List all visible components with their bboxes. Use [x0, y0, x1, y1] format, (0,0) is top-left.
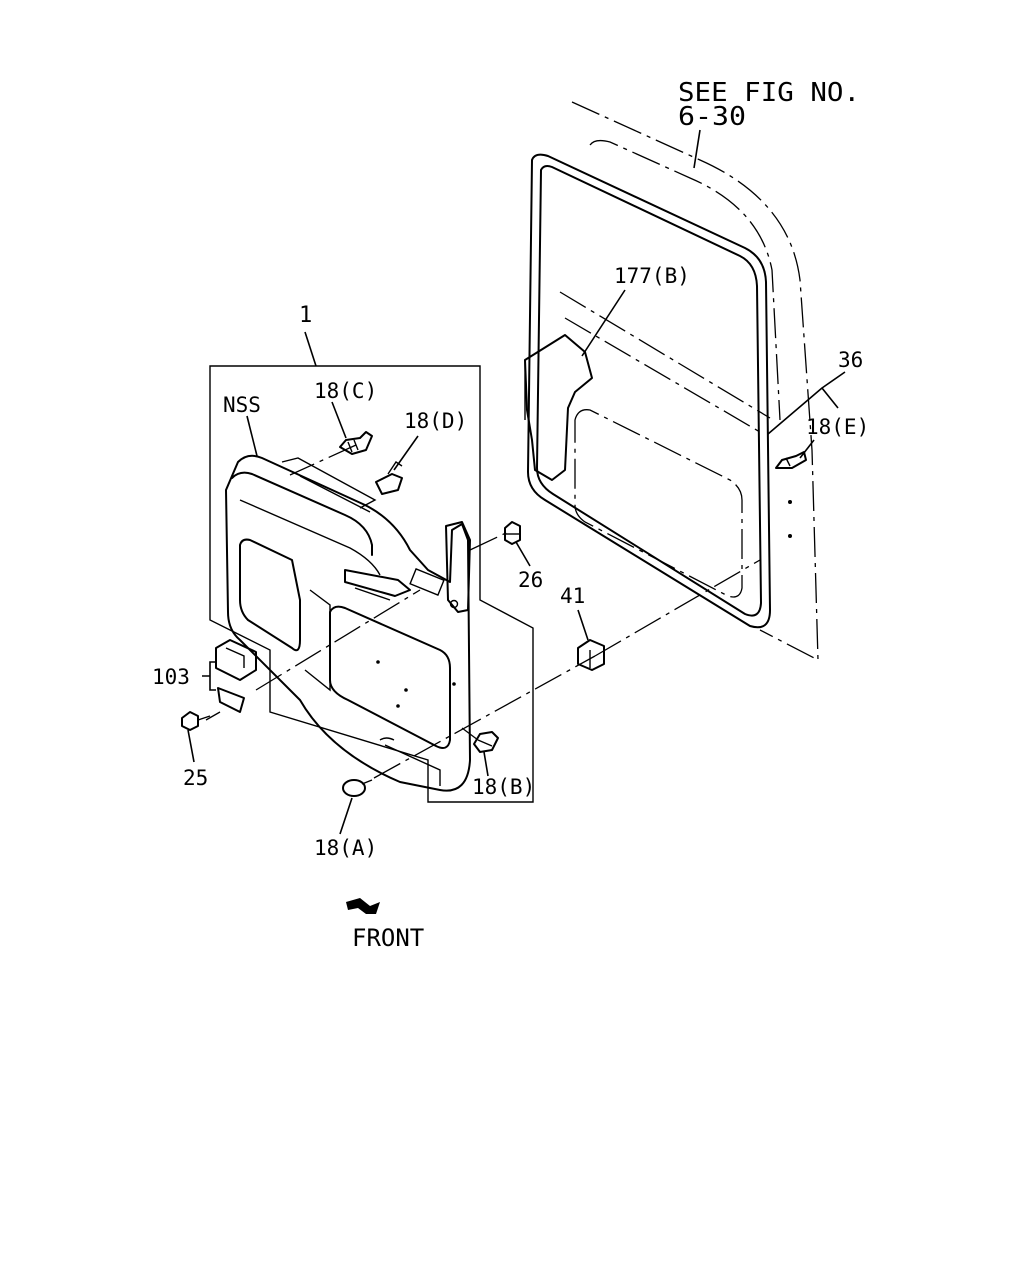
assembly-lines — [205, 444, 761, 779]
door-shell-outline — [559, 101, 819, 662]
label-clip-18d: 18(D) — [404, 409, 467, 433]
label-screw-25: 25 — [183, 766, 208, 790]
trim-pad-177b — [524, 334, 593, 481]
assembly-box — [209, 365, 534, 803]
label-nss: NSS — [223, 393, 261, 417]
reference-note-line1: SEE FIG NO. — [678, 78, 860, 108]
label-clip-18c: 18(C) — [314, 379, 377, 403]
label-assembly: 1 — [299, 303, 312, 328]
clip-18a — [342, 779, 373, 797]
label-clip-18b: 18(B) — [472, 775, 535, 799]
label-fastener-26: 26 — [518, 568, 543, 592]
label-pad-177b: 177(B) — [614, 264, 690, 288]
door-trim-panel — [225, 454, 471, 792]
label-front: FRONT — [352, 924, 424, 952]
label-clip-18a: 18(A) — [314, 836, 377, 860]
label-handle-cup-103: 103 — [152, 665, 190, 689]
fastener-26 — [504, 521, 521, 545]
label-weatherstrip-36: 36 — [838, 348, 863, 372]
leader-lines — [187, 129, 846, 835]
label-clip-18e: 18(E) — [806, 415, 869, 439]
clip-18e — [775, 451, 807, 469]
handle-cup-103 — [215, 639, 257, 713]
screw-25 — [181, 711, 211, 731]
label-retainer-41: 41 — [560, 584, 585, 608]
front-arrow-icon — [346, 898, 380, 914]
door-holes — [788, 500, 792, 538]
door-weatherstrip — [527, 153, 771, 629]
clip-18b — [473, 731, 499, 753]
clip-18d — [375, 461, 403, 495]
retainer-41 — [577, 639, 605, 671]
reference-note-line2: 6-30 — [678, 102, 746, 132]
